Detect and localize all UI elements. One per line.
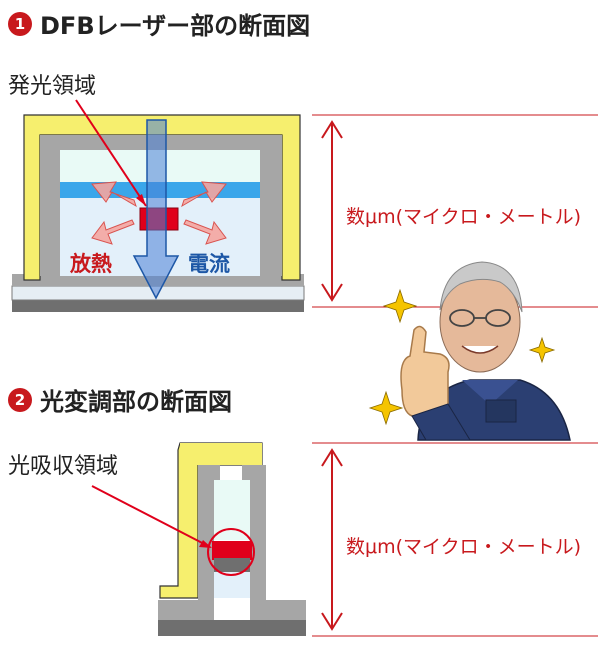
section1-title: 1 DFBレーザー部の断面図 bbox=[8, 6, 310, 41]
section2-number-badge: 2 bbox=[8, 387, 32, 412]
man-pocket bbox=[485, 399, 517, 423]
man-smile bbox=[461, 345, 499, 354]
emission-pointer-head bbox=[136, 194, 146, 206]
heat-arrow-up-left bbox=[91, 181, 137, 208]
absorption-region-label: 光吸収領域 bbox=[8, 454, 119, 479]
smiling-man-thumbs-up bbox=[400, 261, 571, 441]
mod-base-white bbox=[214, 600, 250, 620]
sparkle-icon-right bbox=[528, 336, 556, 364]
man-glasses bbox=[449, 309, 511, 327]
dimension-label-1: 数μm(マイクロ・メートル) bbox=[346, 206, 582, 228]
absorption-region bbox=[212, 541, 252, 560]
dim2-arrow-bottom bbox=[321, 612, 343, 631]
man-collar bbox=[462, 380, 518, 405]
dim1-arrow-bottom bbox=[321, 283, 343, 302]
absorption-region-lower bbox=[214, 558, 250, 572]
sparkle-icon-left-top bbox=[382, 288, 418, 324]
absorption-highlight-circle bbox=[207, 528, 255, 576]
dim2-arrow-top bbox=[321, 448, 343, 467]
current-arrow bbox=[132, 119, 180, 300]
heat-arrow-down-left bbox=[91, 219, 135, 245]
thumbs-up-sleeve bbox=[411, 403, 471, 441]
absorption-pointer-head bbox=[199, 540, 212, 548]
emission-region-label: 発光領域 bbox=[8, 74, 97, 99]
sparkle-icon bbox=[368, 288, 556, 426]
mod-substrate-dark bbox=[158, 620, 306, 636]
substrate-dark-layer bbox=[12, 300, 304, 312]
mod-electrode-top-cap bbox=[180, 443, 262, 465]
dim1-arrow-top bbox=[321, 120, 343, 139]
thumbs-up-hand bbox=[400, 325, 450, 417]
sparkle-icon-left-bottom bbox=[368, 390, 404, 426]
heat-arrows bbox=[91, 181, 227, 245]
man-hair bbox=[439, 261, 523, 313]
dimension-label-2: 数μm(マイクロ・メートル) bbox=[346, 536, 582, 558]
mod-right-wall bbox=[242, 465, 266, 616]
emission-pointer-line bbox=[75, 99, 147, 207]
current-label: 電流 bbox=[188, 252, 230, 276]
heat-arrow-down-right bbox=[183, 219, 227, 245]
section2-title-text: 光変調部の断面図 bbox=[40, 388, 232, 416]
heat-label: 放熱 bbox=[70, 252, 112, 276]
absorption-pointer-line bbox=[91, 485, 211, 548]
section1-title-text: DFBレーザー部の断面図 bbox=[40, 12, 311, 40]
section2-title: 2 光変調部の断面図 bbox=[8, 382, 232, 417]
mod-left-wall bbox=[198, 465, 220, 616]
heat-arrow-up-right bbox=[181, 181, 227, 208]
section1-number-badge: 1 bbox=[8, 11, 32, 36]
insulation-layer bbox=[40, 135, 282, 276]
